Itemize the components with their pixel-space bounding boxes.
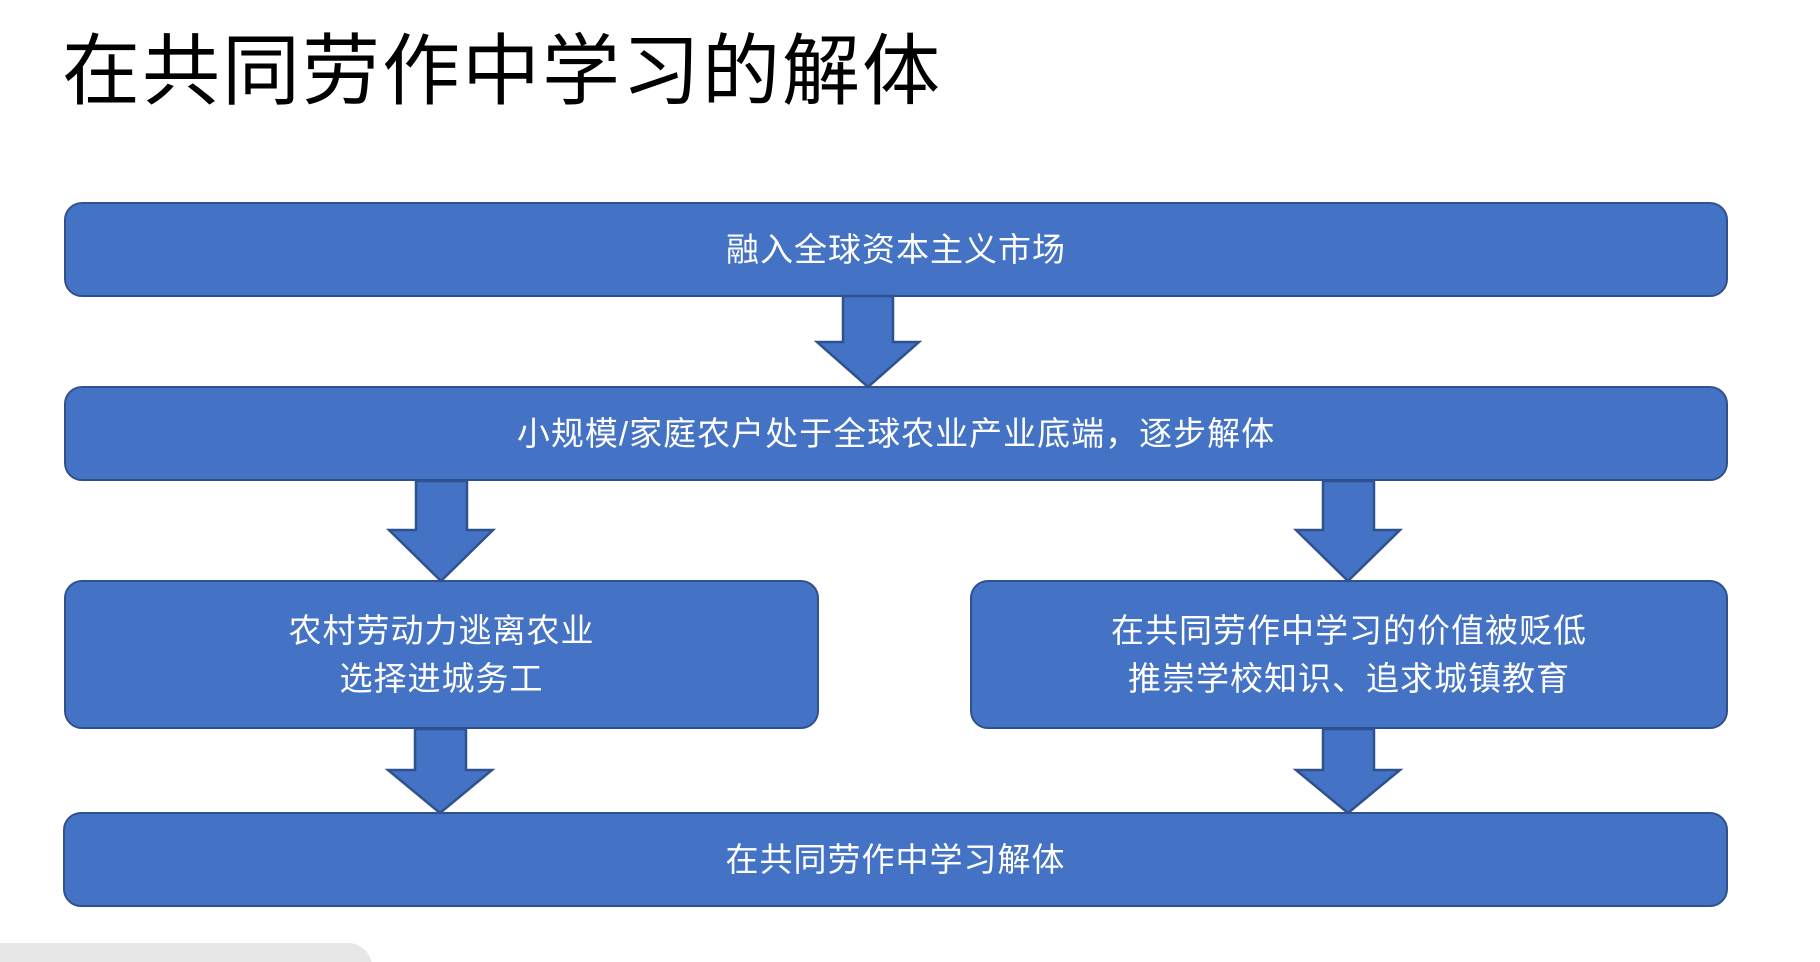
flow-box-label-line1: 农村劳动力逃离农业 — [288, 611, 595, 649]
flow-box-collective-learning-dissolved: 在共同劳作中学习解体 — [63, 812, 1728, 907]
flow-box-label: 在共同劳作中学习解体 — [725, 840, 1066, 878]
flow-box-smallholder-dissolution: 小规模/家庭农户处于全球农业产业底端，逐步解体 — [64, 386, 1728, 481]
flow-box-label: 小规模/家庭农户处于全球农业产业底端，逐步解体 — [516, 414, 1276, 452]
bottom-left-popup-edge — [0, 943, 372, 962]
down-arrow-left-to-bottom — [384, 727, 496, 815]
flow-box-label-line2: 推崇学校知识、追求城镇教育 — [1128, 659, 1570, 697]
flow-box-label-line2: 选择进城务工 — [339, 659, 544, 697]
flow-box-label: 融入全球资本主义市场 — [726, 230, 1066, 268]
flow-box-rural-labor: 农村劳动力逃离农业 选择进城务工 — [64, 580, 819, 729]
down-arrow-second-to-right — [1292, 479, 1404, 583]
down-arrow-right-to-bottom — [1292, 727, 1404, 815]
down-arrow-second-to-left — [385, 479, 497, 583]
down-arrow-top-to-second — [813, 294, 923, 389]
flow-box-learning-devalued: 在共同劳作中学习的价值被贬低 推崇学校知识、追求城镇教育 — [970, 580, 1728, 729]
flow-box-label-line1: 在共同劳作中学习的价值被贬低 — [1111, 611, 1587, 649]
slide-title: 在共同劳作中学习的解体 — [62, 28, 943, 115]
flow-box-global-market: 融入全球资本主义市场 — [64, 202, 1728, 297]
